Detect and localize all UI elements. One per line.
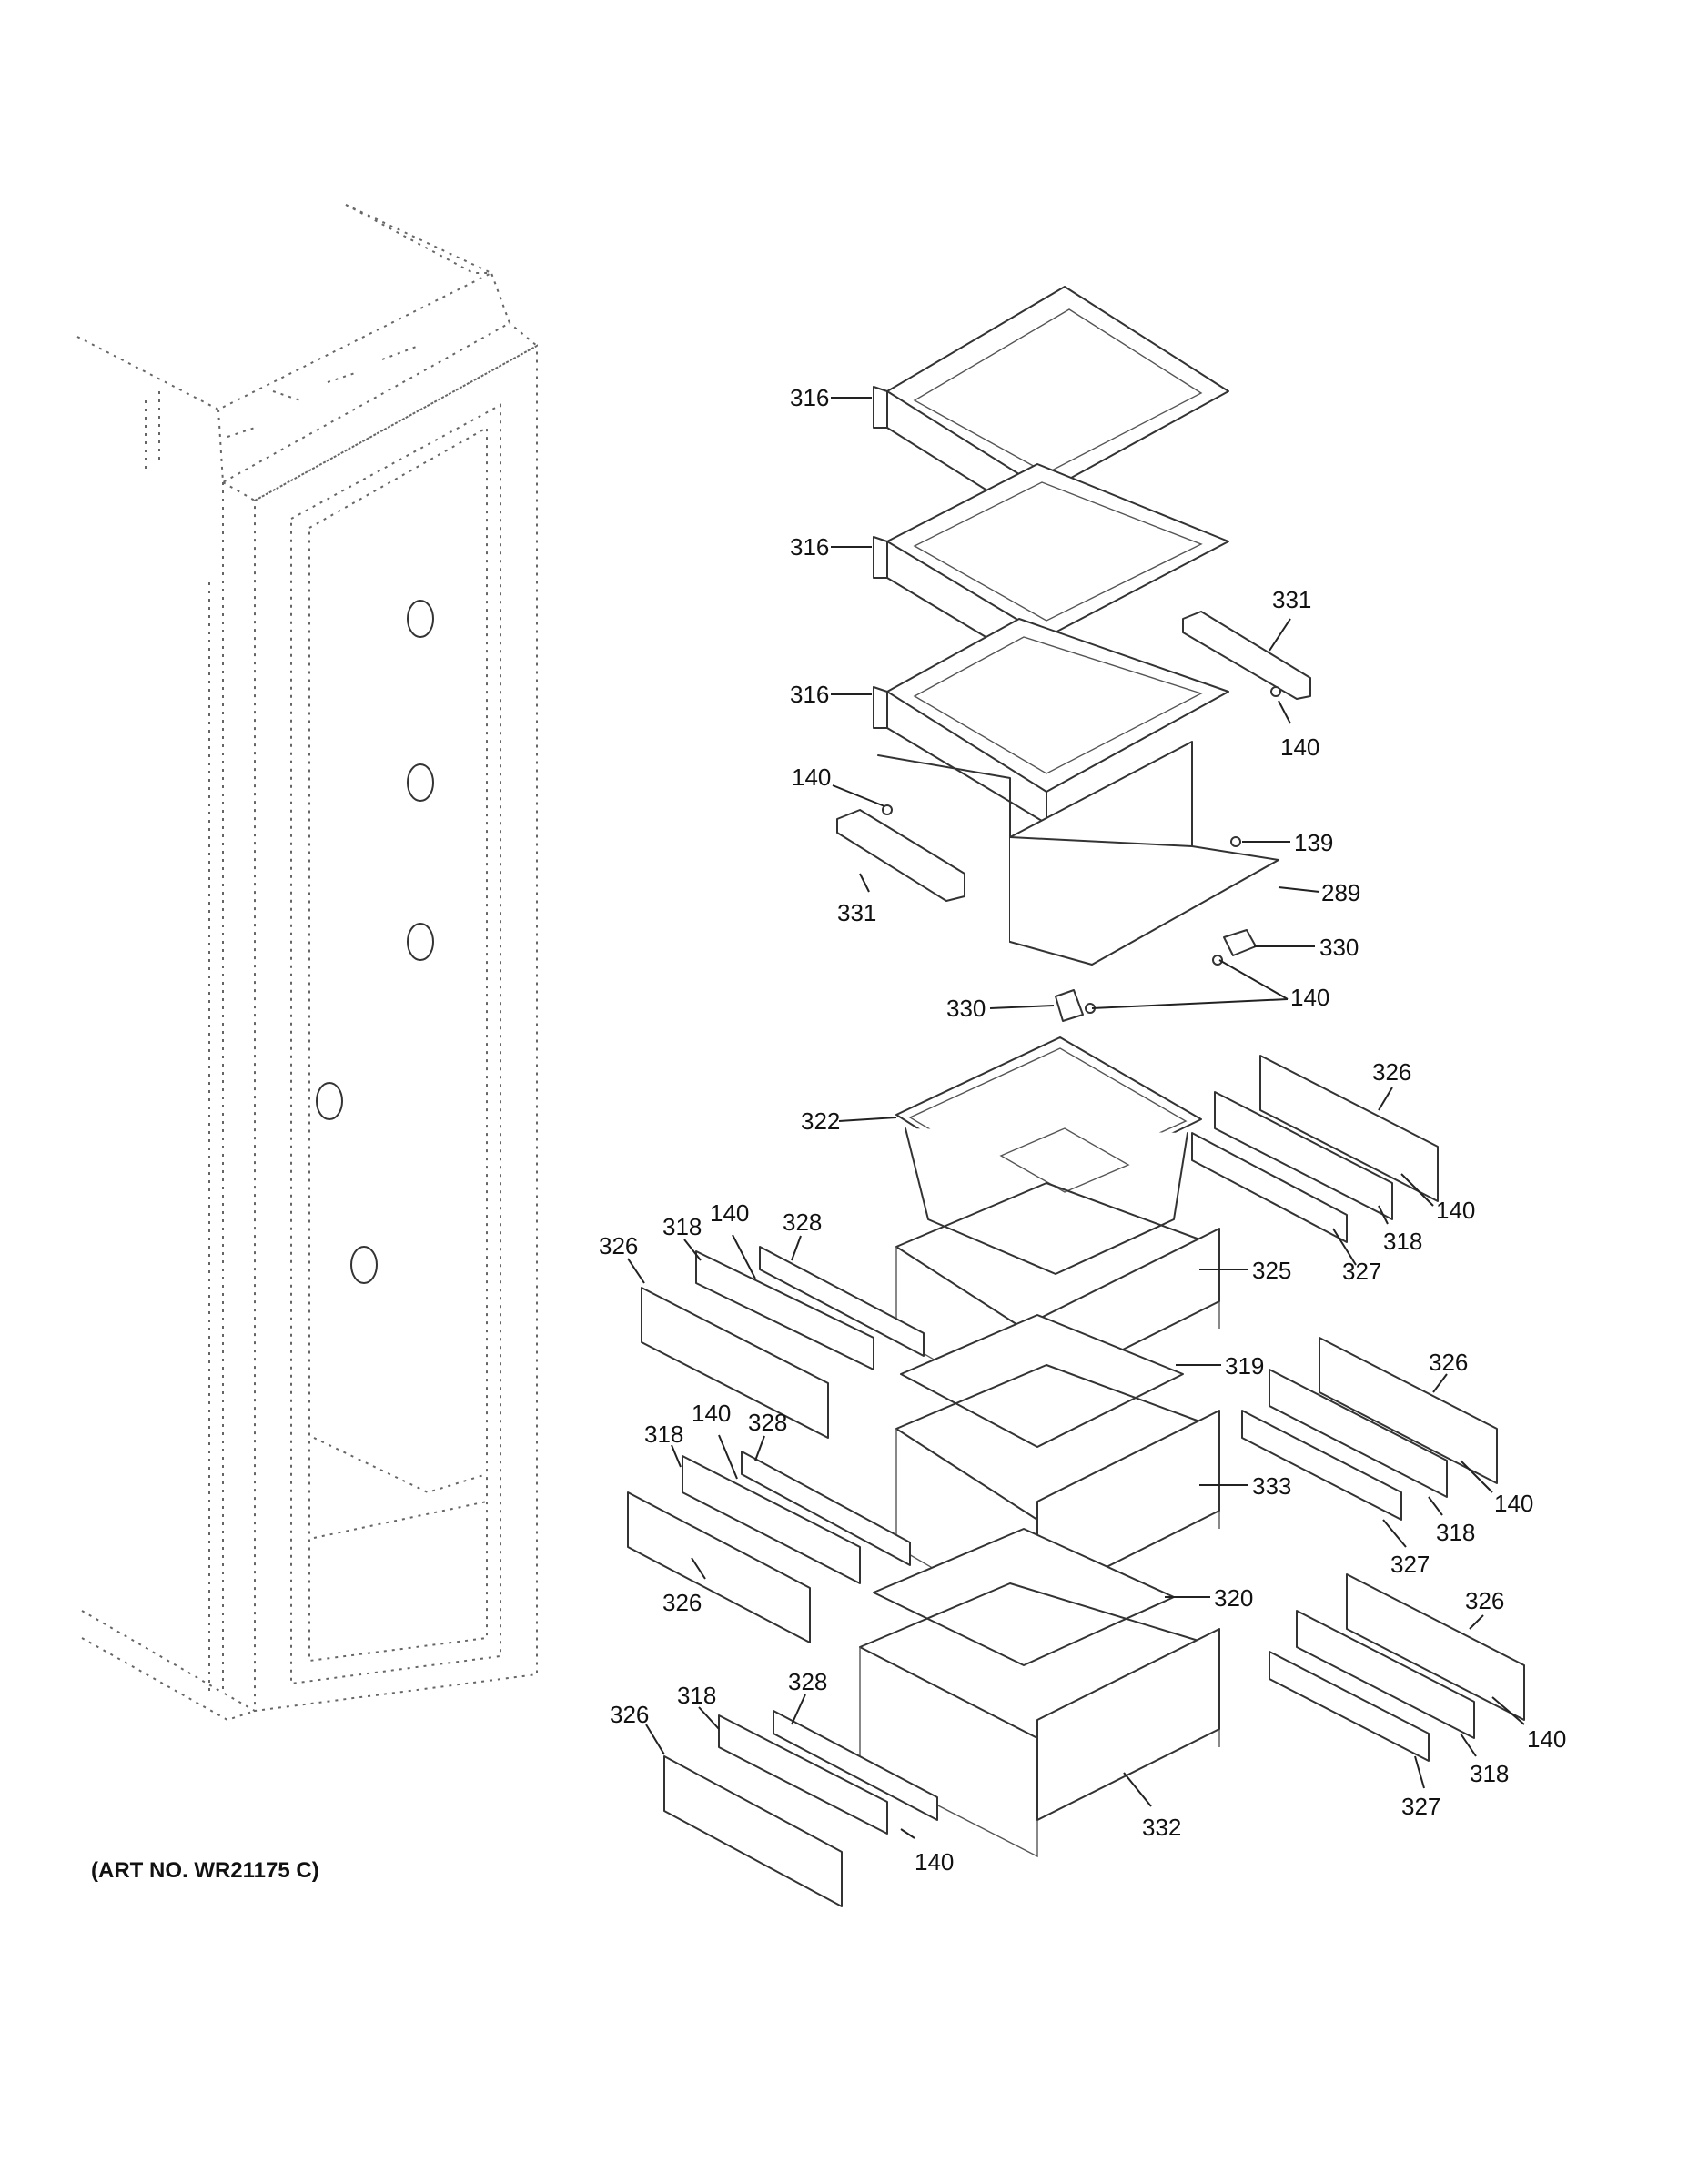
callout-326: 326 [662,1589,702,1616]
pan-cover [877,741,1279,966]
callout-289: 289 [1321,879,1360,906]
callout-326: 326 [1429,1349,1468,1376]
callout-330: 330 [1319,934,1359,961]
freezer-cabinet-liner [76,204,539,1722]
ice-pan [895,1036,1202,1275]
shelf-rail [1182,611,1311,700]
callout-327: 327 [1390,1551,1430,1578]
callout-140: 140 [1527,1725,1566,1753]
callout-320: 320 [1214,1584,1253,1612]
callout-327: 327 [1342,1258,1381,1285]
callout-labels: 316 316 316 331 140 140 331 139 289 330 … [599,384,1566,1876]
drawer-slide-right [1241,1337,1498,1521]
callout-332: 332 [1142,1814,1181,1841]
callout-316: 316 [790,384,829,411]
callout-318: 318 [1470,1760,1509,1787]
callout-328: 328 [788,1668,827,1695]
drawer-slide-left [641,1246,925,1439]
callout-139: 139 [1294,829,1333,856]
callout-333: 333 [1252,1472,1291,1500]
callout-140: 140 [1290,984,1329,1011]
callout-318: 318 [662,1213,702,1240]
callout-140: 140 [1436,1197,1475,1224]
callout-326: 326 [1372,1058,1411,1086]
callout-328: 328 [783,1208,822,1236]
callout-331: 331 [1272,586,1311,613]
cover-bracket [1223,929,1257,956]
callout-140: 140 [1494,1490,1533,1517]
callout-318: 318 [644,1421,683,1448]
back-wall-vent [316,600,434,1284]
shelf-rail [836,809,965,902]
art-number: (ART NO. WR21175 C) [91,1858,319,1883]
screw-icon [882,686,1281,1014]
cover-bracket [1055,989,1084,1022]
callout-318: 318 [677,1682,716,1709]
callout-316: 316 [790,681,829,708]
callout-330: 330 [946,995,986,1022]
callout-326: 326 [599,1232,638,1259]
callout-140: 140 [710,1199,749,1227]
callout-327: 327 [1401,1793,1440,1820]
drawer-slide-left [663,1710,938,1907]
callout-319: 319 [1225,1352,1264,1380]
callout-318: 318 [1436,1519,1475,1546]
callout-326: 326 [610,1701,649,1728]
callout-140: 140 [792,763,831,791]
callout-140: 140 [692,1400,731,1427]
callout-140: 140 [1280,733,1319,761]
glass-shelf [873,618,1229,824]
callout-326: 326 [1465,1587,1504,1614]
callout-322: 322 [801,1107,840,1135]
wire-basket [859,1582,1220,1858]
drawer-slide-right [1269,1573,1525,1762]
callout-140: 140 [915,1848,954,1876]
drawer-slide-left [627,1451,911,1643]
callout-318: 318 [1383,1228,1422,1255]
callout-331: 331 [837,899,876,926]
callout-328: 328 [748,1409,787,1436]
drawer-slide-right [1191,1055,1439,1243]
basket-divider [900,1314,1184,1448]
callout-325: 325 [1252,1257,1291,1284]
callout-316: 316 [790,533,829,561]
